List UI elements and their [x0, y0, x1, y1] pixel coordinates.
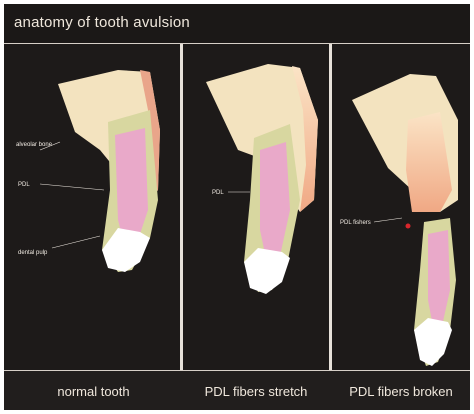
normal-tooth-illustration: alveolar bone PDL dental pulp — [16, 70, 160, 272]
broken-tooth-illustration: PDL fishers — [340, 74, 458, 366]
label-alveolar-bone: alveolar bone — [16, 142, 53, 148]
label-pdl: PDL — [212, 190, 224, 196]
caption-pdl-stretch: PDL fibers stretch — [183, 384, 329, 399]
label-pdl: PDL — [18, 182, 30, 188]
caption-normal-tooth: normal tooth — [7, 384, 180, 399]
stretch-tooth-illustration: PDL — [206, 64, 318, 294]
label-pdl-fishers: PDL fishers — [340, 220, 371, 226]
blood-drop — [406, 224, 411, 229]
label-dental-pulp: dental pulp — [18, 250, 48, 256]
crown-enamel — [414, 318, 452, 366]
caption-pdl-broken: PDL fibers broken — [332, 384, 470, 399]
